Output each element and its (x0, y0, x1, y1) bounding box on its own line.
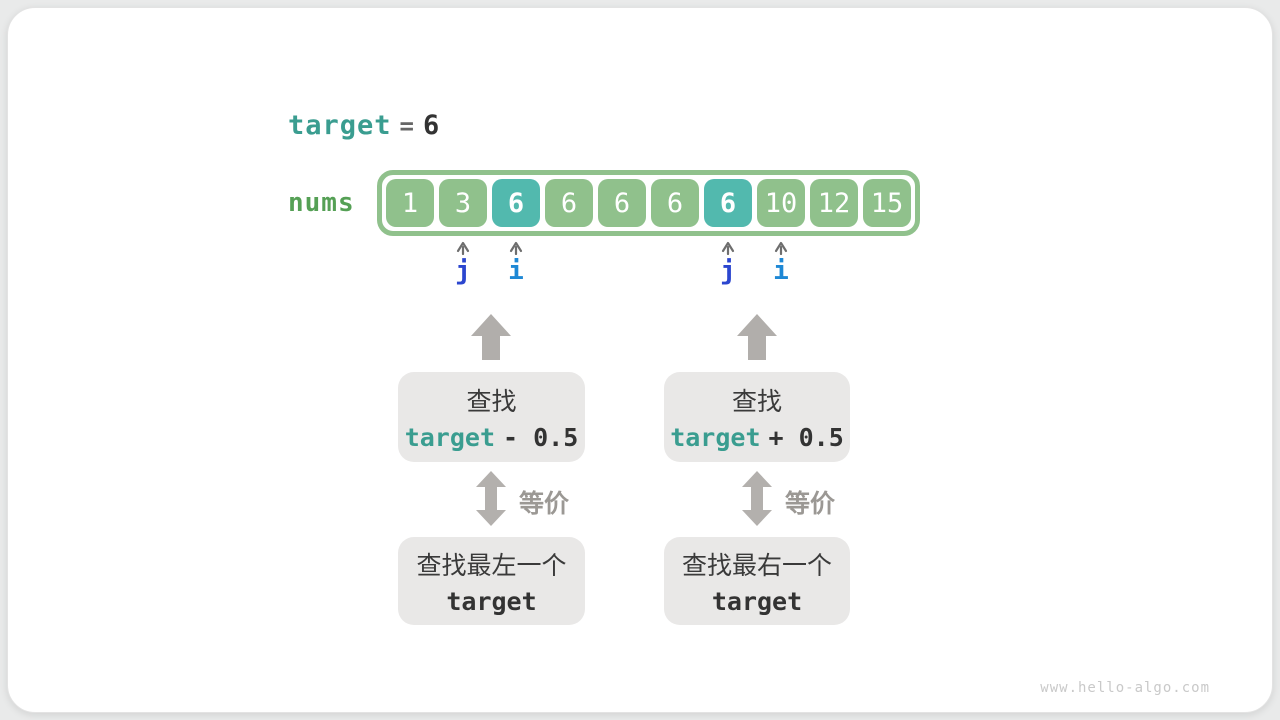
expression-variable: target (404, 423, 496, 452)
array-cell: 12 (810, 179, 858, 227)
array-cell: 3 (439, 179, 487, 227)
search-expression-box-right: 查找 target+ 0.5 (664, 372, 850, 462)
equivalence-label: 等价 (785, 490, 836, 518)
expression-operator: + 0.5 (768, 423, 844, 452)
up-block-arrow-icon (737, 314, 777, 360)
pointer-i-right: i (759, 240, 803, 284)
pointer-label: j (455, 256, 471, 286)
pointer-j-left: j (441, 240, 485, 284)
array-cell: 15 (863, 179, 911, 227)
up-caret-icon (509, 241, 523, 255)
equivalence-label: 等价 (519, 490, 570, 518)
up-caret-icon (721, 241, 735, 255)
search-prefix: 查找 (731, 388, 782, 416)
target-variable: target (288, 110, 392, 141)
result-box-left: 查找最左一个 target (398, 537, 585, 625)
expression-variable: target (670, 423, 761, 452)
expression-operator: - 0.5 (503, 423, 579, 452)
result-variable: target (446, 587, 537, 616)
pointer-j-right: j (706, 240, 750, 284)
site-watermark: www.hello-algo.com (1040, 680, 1210, 696)
search-prefix: 查找 (466, 388, 517, 416)
nums-array: 1 3 6 6 6 6 6 10 12 15 (377, 170, 920, 236)
array-cell: 10 (757, 179, 805, 227)
array-cell: 6 (651, 179, 699, 227)
result-box-right: 查找最右一个 target (664, 537, 850, 625)
target-assignment: target= 6 (288, 110, 440, 141)
array-cell: 6 (545, 179, 593, 227)
array-cell: 1 (386, 179, 434, 227)
result-text: 查找最右一个 (681, 552, 832, 580)
pointer-label: j (720, 256, 736, 286)
search-expression-box-left: 查找 target- 0.5 (398, 372, 585, 462)
array-cell: 6 (492, 179, 540, 227)
result-variable: target (711, 587, 803, 616)
up-caret-icon (774, 241, 788, 255)
double-arrow-icon (742, 471, 772, 526)
double-arrow-icon (476, 471, 506, 526)
pointer-i-left: i (494, 240, 538, 284)
array-cell: 6 (598, 179, 646, 227)
up-caret-icon (456, 241, 470, 255)
up-block-arrow-icon (471, 314, 511, 360)
equals-sign: = (399, 112, 415, 140)
pointer-label: i (508, 256, 524, 286)
pointer-label: i (773, 256, 789, 286)
diagram-card (7, 7, 1273, 713)
search-expression: target- 0.5 (405, 423, 579, 452)
target-value: 6 (423, 110, 441, 141)
array-cell: 6 (704, 179, 752, 227)
result-text: 查找最左一个 (416, 552, 567, 580)
search-expression: target+ 0.5 (670, 423, 844, 452)
nums-label: nums (288, 188, 355, 218)
